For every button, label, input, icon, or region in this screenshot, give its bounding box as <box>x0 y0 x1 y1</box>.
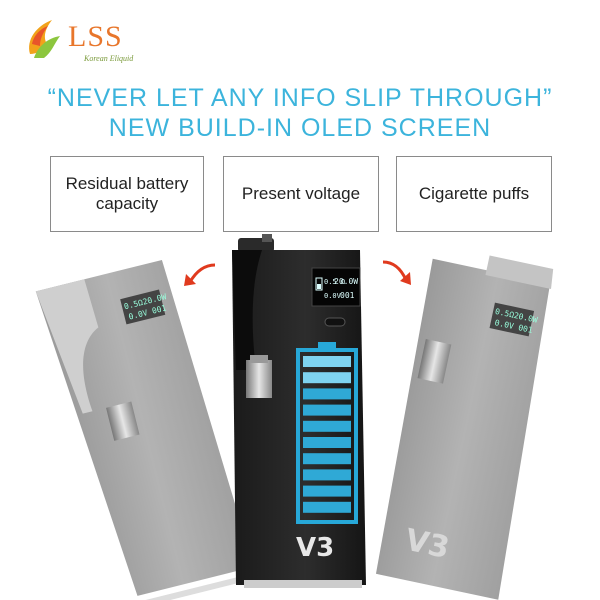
battery-level-bar <box>303 388 351 400</box>
battery-level-bar <box>303 469 351 481</box>
flame-leaf-icon <box>29 20 60 58</box>
feature-label: Residual battery capacity <box>65 174 189 213</box>
feature-cigarette-puffs: Cigarette puffs <box>396 156 552 232</box>
headline-subtitle: NEW BUILD-IN OLED SCREEN <box>108 114 492 142</box>
battery-gauge <box>296 348 358 524</box>
battery-level-bar <box>303 501 351 513</box>
right-device-ghost: 0.5Ω20.0W 0.0V 001 V3 <box>375 255 554 600</box>
left-device-ghost: 0.5Ω20.0W 0.0V 001 <box>35 259 254 600</box>
center-device <box>232 234 366 588</box>
brand-logo: LSS Korean Eliquid <box>22 14 152 64</box>
battery-level-bar <box>303 420 351 432</box>
arrow-left-icon <box>188 263 216 283</box>
arrow-left-head <box>184 274 196 286</box>
battery-level-bar <box>303 453 351 465</box>
battery-level-bar <box>303 437 351 448</box>
battery-level-bar <box>303 485 351 497</box>
headline-quote: “NEVER LET ANY INFO SLIP THROUGH” <box>47 84 553 112</box>
brand-tagline: Korean Eliquid <box>84 54 134 63</box>
brand-name: LSS <box>68 20 123 53</box>
arrow-right-icon <box>382 260 408 281</box>
feature-present-voltage: Present voltage <box>223 156 379 232</box>
arrow-right-head <box>400 272 411 285</box>
feature-label: Cigarette puffs <box>418 184 530 203</box>
battery-level-bar <box>303 372 351 384</box>
battery-level-bar <box>303 356 351 367</box>
feature-label: Present voltage <box>241 184 361 203</box>
battery-level-bar <box>303 404 351 416</box>
feature-battery-capacity: Residual battery capacity <box>50 156 204 232</box>
